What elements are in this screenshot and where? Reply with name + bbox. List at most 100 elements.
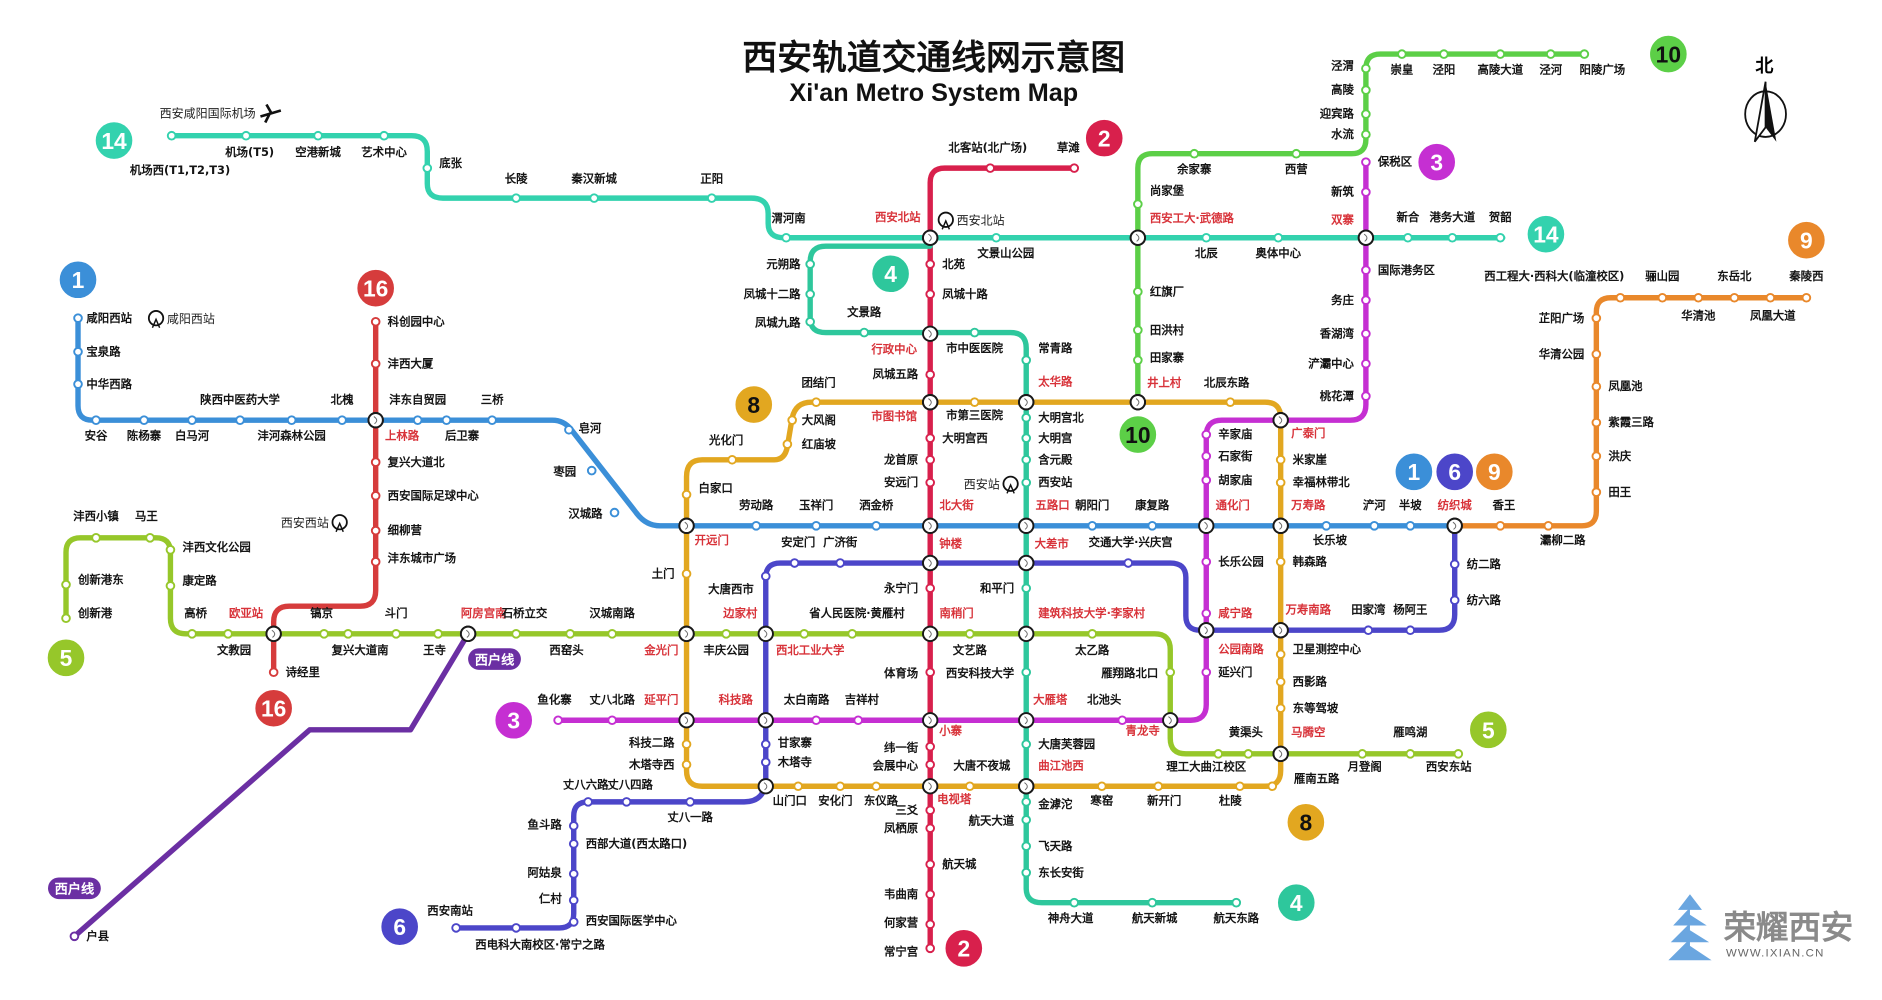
- interchange-station-marker[interactable]: [1018, 394, 1035, 411]
- station-marker[interactable]: [370, 457, 381, 467]
- station-marker[interactable]: [1591, 381, 1602, 392]
- station-marker[interactable]: [1231, 897, 1242, 908]
- station-marker[interactable]: [811, 715, 821, 726]
- station-marker[interactable]: [1453, 749, 1464, 759]
- station-label[interactable]: 务庄: [1331, 293, 1354, 307]
- station-label[interactable]: 西北工业大学: [776, 643, 844, 657]
- station-marker[interactable]: [1729, 292, 1740, 303]
- station-label[interactable]: 华清池: [1681, 308, 1716, 322]
- station-label[interactable]: 建筑科技大学·李家村: [1037, 606, 1145, 620]
- station-label[interactable]: 金滹沱: [1037, 797, 1073, 811]
- station-marker[interactable]: [1069, 897, 1080, 908]
- station-marker[interactable]: [73, 313, 83, 323]
- station-label[interactable]: 西电科大南校区·常宁之路: [475, 937, 605, 951]
- station-marker[interactable]: [1117, 715, 1128, 726]
- station-label[interactable]: 长乐坡: [1313, 533, 1348, 547]
- station-marker[interactable]: [1133, 355, 1143, 365]
- station-marker[interactable]: [681, 759, 692, 770]
- station-label[interactable]: 高陵: [1331, 83, 1354, 97]
- station-label[interactable]: 泾渭: [1331, 59, 1354, 73]
- station-label[interactable]: 万寿南路: [1284, 602, 1331, 616]
- station-label[interactable]: 紫霞三路: [1608, 415, 1654, 429]
- station-label[interactable]: 红旗厂: [1150, 284, 1184, 298]
- station-label[interactable]: 飞天路: [1038, 839, 1073, 853]
- line-5-path[interactable]: [63, 535, 1462, 757]
- station-marker[interactable]: [1591, 313, 1602, 323]
- station-label[interactable]: 半坡: [1399, 498, 1422, 512]
- station-label[interactable]: 新筑: [1331, 185, 1354, 199]
- station-label[interactable]: 东长安街: [1038, 865, 1084, 879]
- station-marker[interactable]: [1021, 841, 1032, 852]
- station-label[interactable]: 皂河: [579, 421, 602, 435]
- station-label[interactable]: 康定路: [182, 574, 217, 588]
- station-marker[interactable]: [568, 839, 579, 849]
- station-marker[interactable]: [586, 465, 597, 476]
- station-marker[interactable]: [1021, 454, 1032, 465]
- line-badge-9[interactable]: 9: [1474, 451, 1515, 492]
- station-label[interactable]: 井上村: [1147, 376, 1182, 390]
- station-label[interactable]: 丈八四路: [607, 778, 653, 792]
- station-marker[interactable]: [1403, 232, 1413, 243]
- station-label[interactable]: 田王: [1608, 485, 1631, 499]
- station-label[interactable]: 北客站(北广场): [948, 140, 1027, 154]
- station-label[interactable]: 沣西文化公园: [182, 540, 250, 554]
- station-label[interactable]: 元朔路: [766, 257, 801, 271]
- station-label[interactable]: 汉城路: [568, 506, 603, 520]
- station-marker[interactable]: [681, 569, 692, 579]
- station-label[interactable]: 文景路: [847, 305, 882, 319]
- station-marker[interactable]: [565, 629, 575, 639]
- station-marker[interactable]: [787, 415, 797, 425]
- station-label[interactable]: 汉城南路: [589, 606, 635, 620]
- station-marker[interactable]: [925, 289, 935, 299]
- line-badge-2[interactable]: 2: [943, 928, 984, 969]
- station-marker[interactable]: [925, 741, 935, 752]
- station-label[interactable]: 阿房宫南: [461, 606, 507, 620]
- station-label[interactable]: 欧亚站: [229, 606, 264, 620]
- station-label[interactable]: 凤栖原: [884, 821, 919, 835]
- station-marker[interactable]: [1201, 429, 1212, 440]
- station-marker[interactable]: [166, 130, 177, 141]
- station-label[interactable]: 上林路: [385, 428, 420, 442]
- interchange-station-marker[interactable]: [1198, 622, 1215, 639]
- station-label[interactable]: 劳动路: [739, 498, 774, 512]
- interchange-station-marker[interactable]: [1162, 712, 1179, 729]
- station-marker[interactable]: [1133, 199, 1143, 209]
- station-marker[interactable]: [1361, 109, 1371, 119]
- station-label[interactable]: 雁南五路: [1294, 772, 1340, 786]
- station-label[interactable]: 灞柳二路: [1540, 533, 1586, 547]
- line-badge-5[interactable]: 5: [1468, 709, 1509, 750]
- station-label[interactable]: 雁鸣湖: [1393, 725, 1427, 739]
- station-marker[interactable]: [1097, 781, 1107, 792]
- interchange-station-marker[interactable]: [1018, 554, 1035, 572]
- station-marker[interactable]: [1405, 625, 1416, 636]
- station-label[interactable]: 东岳北: [1717, 269, 1752, 283]
- station-marker[interactable]: [1275, 454, 1286, 465]
- station-marker[interactable]: [187, 415, 197, 425]
- station-marker[interactable]: [1591, 417, 1602, 428]
- station-marker[interactable]: [1579, 49, 1590, 59]
- interchange-station-marker[interactable]: [922, 229, 939, 246]
- station-marker[interactable]: [1275, 677, 1286, 687]
- line-1-path[interactable]: [75, 315, 1458, 529]
- station-marker[interactable]: [1405, 749, 1416, 759]
- station-marker[interactable]: [835, 558, 845, 568]
- station-label[interactable]: 康复路: [1135, 498, 1170, 512]
- line-badge-16[interactable]: 16: [355, 268, 396, 309]
- station-label[interactable]: 西安科技大学: [946, 666, 1014, 680]
- station-marker[interactable]: [1361, 85, 1371, 95]
- line-badge-6[interactable]: 6: [379, 906, 420, 947]
- station-marker[interactable]: [925, 454, 935, 465]
- station-label[interactable]: 新合: [1397, 210, 1420, 224]
- station-label[interactable]: 浐河: [1363, 498, 1386, 512]
- interchange-station-marker[interactable]: [1018, 625, 1035, 642]
- station-marker[interactable]: [1363, 625, 1374, 636]
- interchange-station-marker[interactable]: [678, 625, 695, 642]
- station-label[interactable]: 东仪路: [864, 793, 899, 807]
- station-label[interactable]: 机场西(T1,T2,T3): [130, 163, 230, 177]
- station-marker[interactable]: [1213, 749, 1224, 759]
- line-西户线-path[interactable]: [71, 631, 471, 939]
- station-label[interactable]: 木塔寺: [777, 755, 813, 769]
- station-label[interactable]: 西影路: [1293, 674, 1328, 688]
- station-marker[interactable]: [799, 629, 809, 639]
- station-label[interactable]: 田家湾: [1351, 602, 1386, 616]
